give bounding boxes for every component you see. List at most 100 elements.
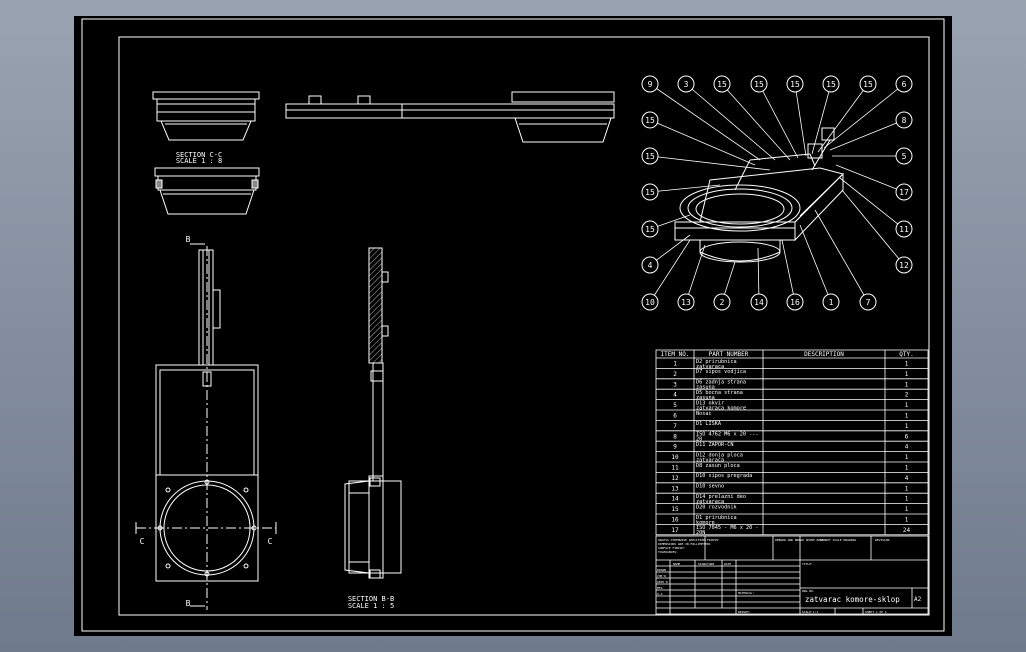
- bom-item-no: 17: [671, 527, 679, 534]
- balloon-number: 15: [645, 152, 655, 161]
- tb-row-drawn: DRAWN: [657, 568, 666, 572]
- section-c-marker-right: C: [268, 537, 273, 546]
- bom-part-number: D2 prirubnica: [696, 359, 737, 365]
- outer-border: [81, 18, 945, 632]
- balloon-number: 15: [826, 80, 836, 89]
- tb-row-checked: CHK'D: [657, 574, 666, 578]
- bom-item-no: 5: [673, 402, 677, 409]
- bom-item-no: 16: [671, 517, 679, 524]
- bom-part-number: Nosac: [696, 411, 712, 417]
- balloon-number: 17: [899, 188, 909, 197]
- balloon-callout: 15: [750, 75, 799, 159]
- front-elevation-view: [135, 243, 277, 610]
- bom-qty: 1: [905, 371, 909, 378]
- tb-no-scale: DO NOT SCALE DRAWING: [820, 538, 856, 542]
- bom-qty: 2: [905, 392, 909, 399]
- section-b-marker-bottom: B: [186, 599, 191, 608]
- tb-dwg-label: DWG NO.: [802, 589, 815, 593]
- balloon-callout: 15: [811, 75, 840, 155]
- tb-row-approved: APPV'D: [657, 580, 668, 584]
- section-b-view: [344, 247, 402, 579]
- balloon-callout: 15: [713, 75, 791, 161]
- balloon-callout: 10: [641, 239, 691, 311]
- bom-table-grid: [655, 349, 929, 536]
- bom-part-number-line2: zatvaraca: [696, 499, 724, 505]
- tb-note-4: TOLERANCES:: [658, 550, 678, 554]
- title-block-text: UNLESS OTHERWISE SPECIFIED: DIMENSIONS A…: [657, 538, 922, 614]
- balloon-number: 16: [790, 298, 800, 307]
- bom-part-number: D1 prirubnica: [696, 515, 737, 521]
- bom-qty: 1: [905, 454, 909, 461]
- bom-part-number: D10 sipos pregrada: [696, 473, 752, 479]
- bom-item-no: 7: [673, 423, 677, 430]
- bom-qty: 1: [905, 465, 909, 472]
- balloon-callout: 13: [677, 244, 706, 311]
- balloon-callout: 14: [750, 247, 768, 311]
- balloon-number: 6: [902, 80, 907, 89]
- section-c-marker-left: C: [140, 537, 145, 546]
- bom-part-number: D10 sevno: [696, 484, 724, 490]
- bom-item-no: 13: [671, 485, 679, 492]
- tb-weight-label: WEIGHT:: [738, 610, 751, 614]
- bom-item-no: 14: [671, 496, 679, 503]
- drawing-canvas[interactable]: SECTION C-C SCALE 1 : 8: [74, 16, 952, 636]
- balloon-number: 15: [717, 80, 727, 89]
- balloon-callout: 15: [641, 214, 691, 238]
- balloon-number: 14: [754, 298, 764, 307]
- bom-header-cell: PART NUMBER: [709, 351, 749, 358]
- bom-part-number: D20 rozvodnik: [696, 504, 737, 510]
- balloon-number: 7: [866, 298, 871, 307]
- bom-item-no: 3: [673, 381, 677, 388]
- balloon-callout: 1: [799, 224, 840, 311]
- balloon-number: 10: [645, 298, 655, 307]
- tb-note-2: DIMENSIONS ARE IN MILLIMETERS: [658, 542, 711, 546]
- bom-part-number-line2: zatvaraca: [696, 364, 724, 370]
- balloon-number: 15: [645, 188, 655, 197]
- bom-qty: 1: [905, 506, 909, 513]
- bom-part-number-line2: 20: [696, 437, 702, 443]
- bom-qty: 4: [905, 475, 909, 482]
- bom-qty: 24: [903, 527, 911, 534]
- balloon-number: 4: [648, 261, 653, 270]
- bom-item-no: 2: [673, 371, 677, 378]
- section-c-title: SECTION C-C: [176, 151, 222, 159]
- bom-header-cell: ITEM NO.: [661, 351, 690, 358]
- bom-part-number: ISO 4762 M6 x 20 ---: [696, 432, 758, 438]
- balloon-callout: 9: [641, 75, 761, 161]
- balloon-number: 15: [754, 80, 764, 89]
- bom-qty: 6: [905, 433, 909, 440]
- tb-material-label: MATERIAL:: [738, 591, 754, 595]
- balloon-number: 5: [902, 152, 907, 161]
- balloon-number: 12: [899, 261, 909, 270]
- bom-item-no: 15: [671, 506, 679, 513]
- balloon-callout: 2: [713, 261, 736, 311]
- tb-revision: REVISION: [875, 538, 890, 542]
- bom-part-number: ISO 7045 - M6 x 20 -: [696, 525, 758, 531]
- bom-item-no: 4: [673, 392, 677, 399]
- tb-deburr: DEBURR AND BREAK SHARP EDGES: [775, 538, 826, 542]
- balloon-callout: 3: [677, 75, 776, 161]
- drawing-title: zatvarac komore-sklop: [805, 595, 900, 604]
- bom-qty: 1: [905, 413, 909, 420]
- balloon-callout: 15: [641, 111, 756, 166]
- bom-qty: 1: [905, 381, 909, 388]
- inner-border: [118, 36, 930, 616]
- balloon-number: 15: [790, 80, 800, 89]
- bom-part-number: D12 donja ploca: [696, 452, 743, 458]
- tb-title-label: TITLE:: [802, 562, 813, 566]
- balloon-number: 15: [645, 116, 655, 125]
- balloon-number: 15: [645, 225, 655, 234]
- balloon-callout: 15: [817, 75, 877, 153]
